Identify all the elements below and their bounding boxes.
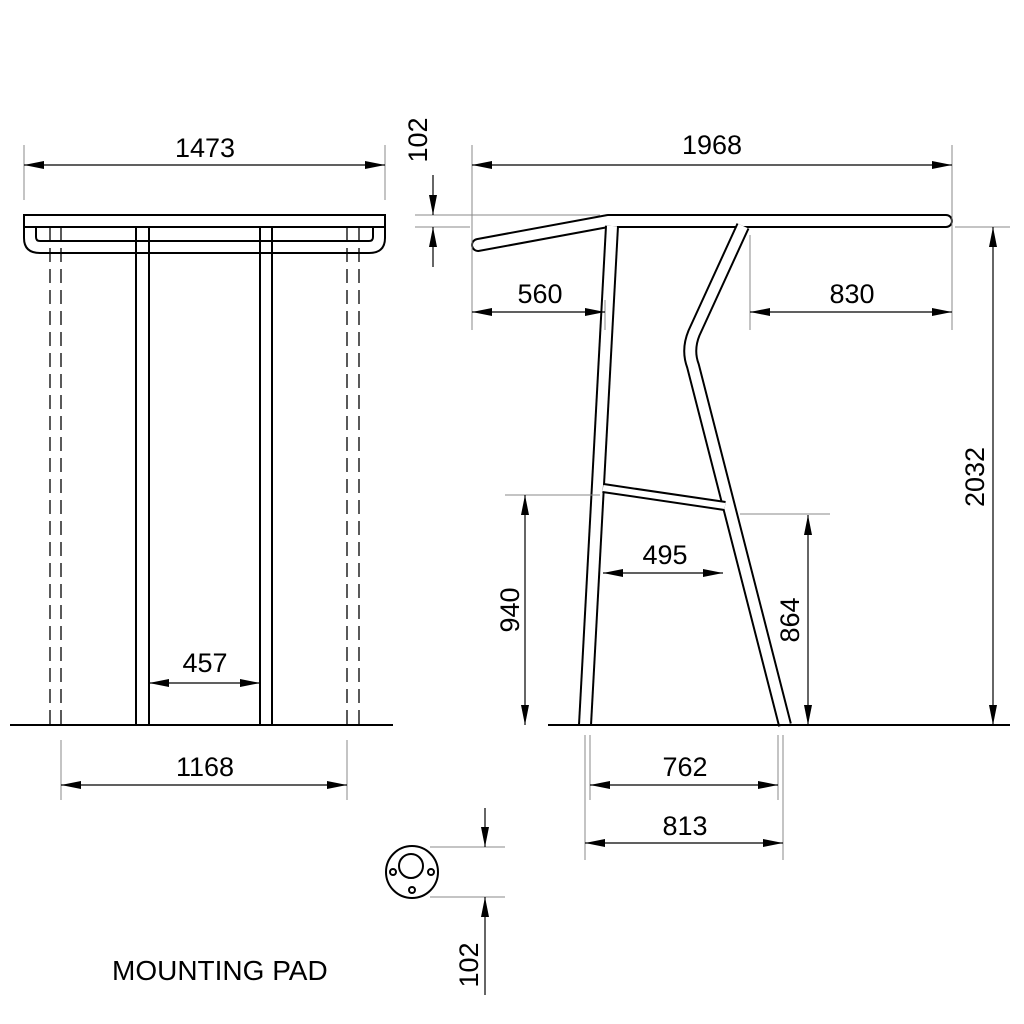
label-813: 813 [662, 811, 707, 841]
label-1968: 1968 [682, 130, 742, 160]
label-102-pad: 102 [454, 942, 484, 987]
label-560: 560 [517, 279, 562, 309]
label-2032: 2032 [960, 447, 990, 507]
label-457: 457 [182, 648, 227, 678]
label-102-top: 102 [403, 117, 433, 162]
label-1473: 1473 [175, 133, 235, 163]
label-830: 830 [829, 279, 874, 309]
mounting-pad-label: MOUNTING PAD [112, 955, 328, 986]
label-495: 495 [642, 540, 687, 570]
mounting-pad: 102 MOUNTING PAD [112, 808, 505, 995]
label-940: 940 [495, 587, 525, 632]
front-frame-outer [23, 227, 386, 254]
front-view: 1473 457 1168 [10, 133, 393, 800]
label-864: 864 [775, 597, 805, 642]
label-762: 762 [662, 752, 707, 782]
side-frame [471, 214, 953, 727]
side-view: 1968 102 560 830 2032 940 495 864 762 81… [403, 117, 1010, 860]
label-1168: 1168 [176, 752, 234, 782]
front-legs [135, 227, 273, 725]
front-frame-inner [35, 227, 374, 242]
front-top-rail [23, 214, 386, 228]
